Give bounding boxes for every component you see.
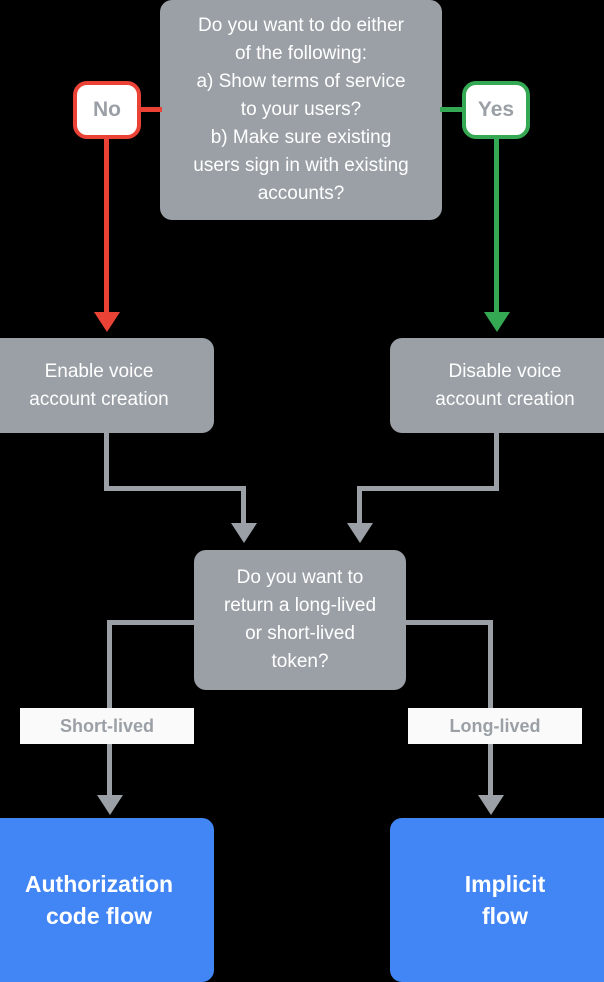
edge-badge-no-label: No [93,98,121,121]
edge-label-long-lived[interactable]: Long-lived [408,708,582,744]
edge-label-short-lived[interactable]: Short-lived [20,708,194,744]
connector-long-lived-horizontal [403,620,493,625]
decision-node-terms-of-service-label: Do you want to do either of the followin… [193,15,409,204]
process-node-disable-voice-account-creation[interactable]: Disable voice account creation [390,338,604,433]
edge-label-long-lived-text: Long-lived [449,715,541,736]
connector-yes-to-decision [440,107,464,112]
process-node-disable-voice-account-creation-label: Disable voice account creation [435,360,575,410]
terminal-node-implicit-flow-label: Implicit flow [464,871,546,929]
terminal-node-authorization-code-flow[interactable]: Authorization code flow [0,818,214,982]
terminal-node-implicit-flow[interactable]: Implicit flow [390,818,604,982]
connector-enable-right [104,486,246,491]
connector-long-lived-arrowhead [478,795,504,815]
connector-short-lived-arrowhead [97,795,123,815]
edge-badge-yes[interactable]: Yes [462,81,530,139]
connector-no-to-decision [138,107,162,112]
connector-merge-left-arrowhead [231,523,257,543]
decision-node-terms-of-service[interactable]: Do you want to do either of the followin… [160,0,442,220]
connector-disable-left [357,486,499,491]
connector-merge-right-down [357,486,362,524]
connector-enable-down [104,433,109,489]
connector-no-arrowhead [94,312,120,332]
connector-disable-down [494,433,499,489]
decision-node-token-lifetime[interactable]: Do you want to return a long-lived or sh… [194,550,406,690]
decision-node-token-lifetime-label: Do you want to return a long-lived or sh… [223,567,377,672]
connector-merge-left-down [241,486,246,524]
connector-merge-right-arrowhead [347,523,373,543]
process-node-enable-voice-account-creation[interactable]: Enable voice account creation [0,338,214,433]
connector-short-lived-horizontal [107,620,197,625]
connector-no-down [104,136,109,313]
connector-yes-arrowhead [484,312,510,332]
edge-badge-no[interactable]: No [73,81,141,139]
edge-badge-yes-label: Yes [477,98,515,121]
edge-label-short-lived-text: Short-lived [59,715,154,736]
connector-yes-down [494,136,499,313]
terminal-node-authorization-code-flow-label: Authorization code flow [24,871,174,929]
process-node-enable-voice-account-creation-label: Enable voice account creation [29,360,169,410]
